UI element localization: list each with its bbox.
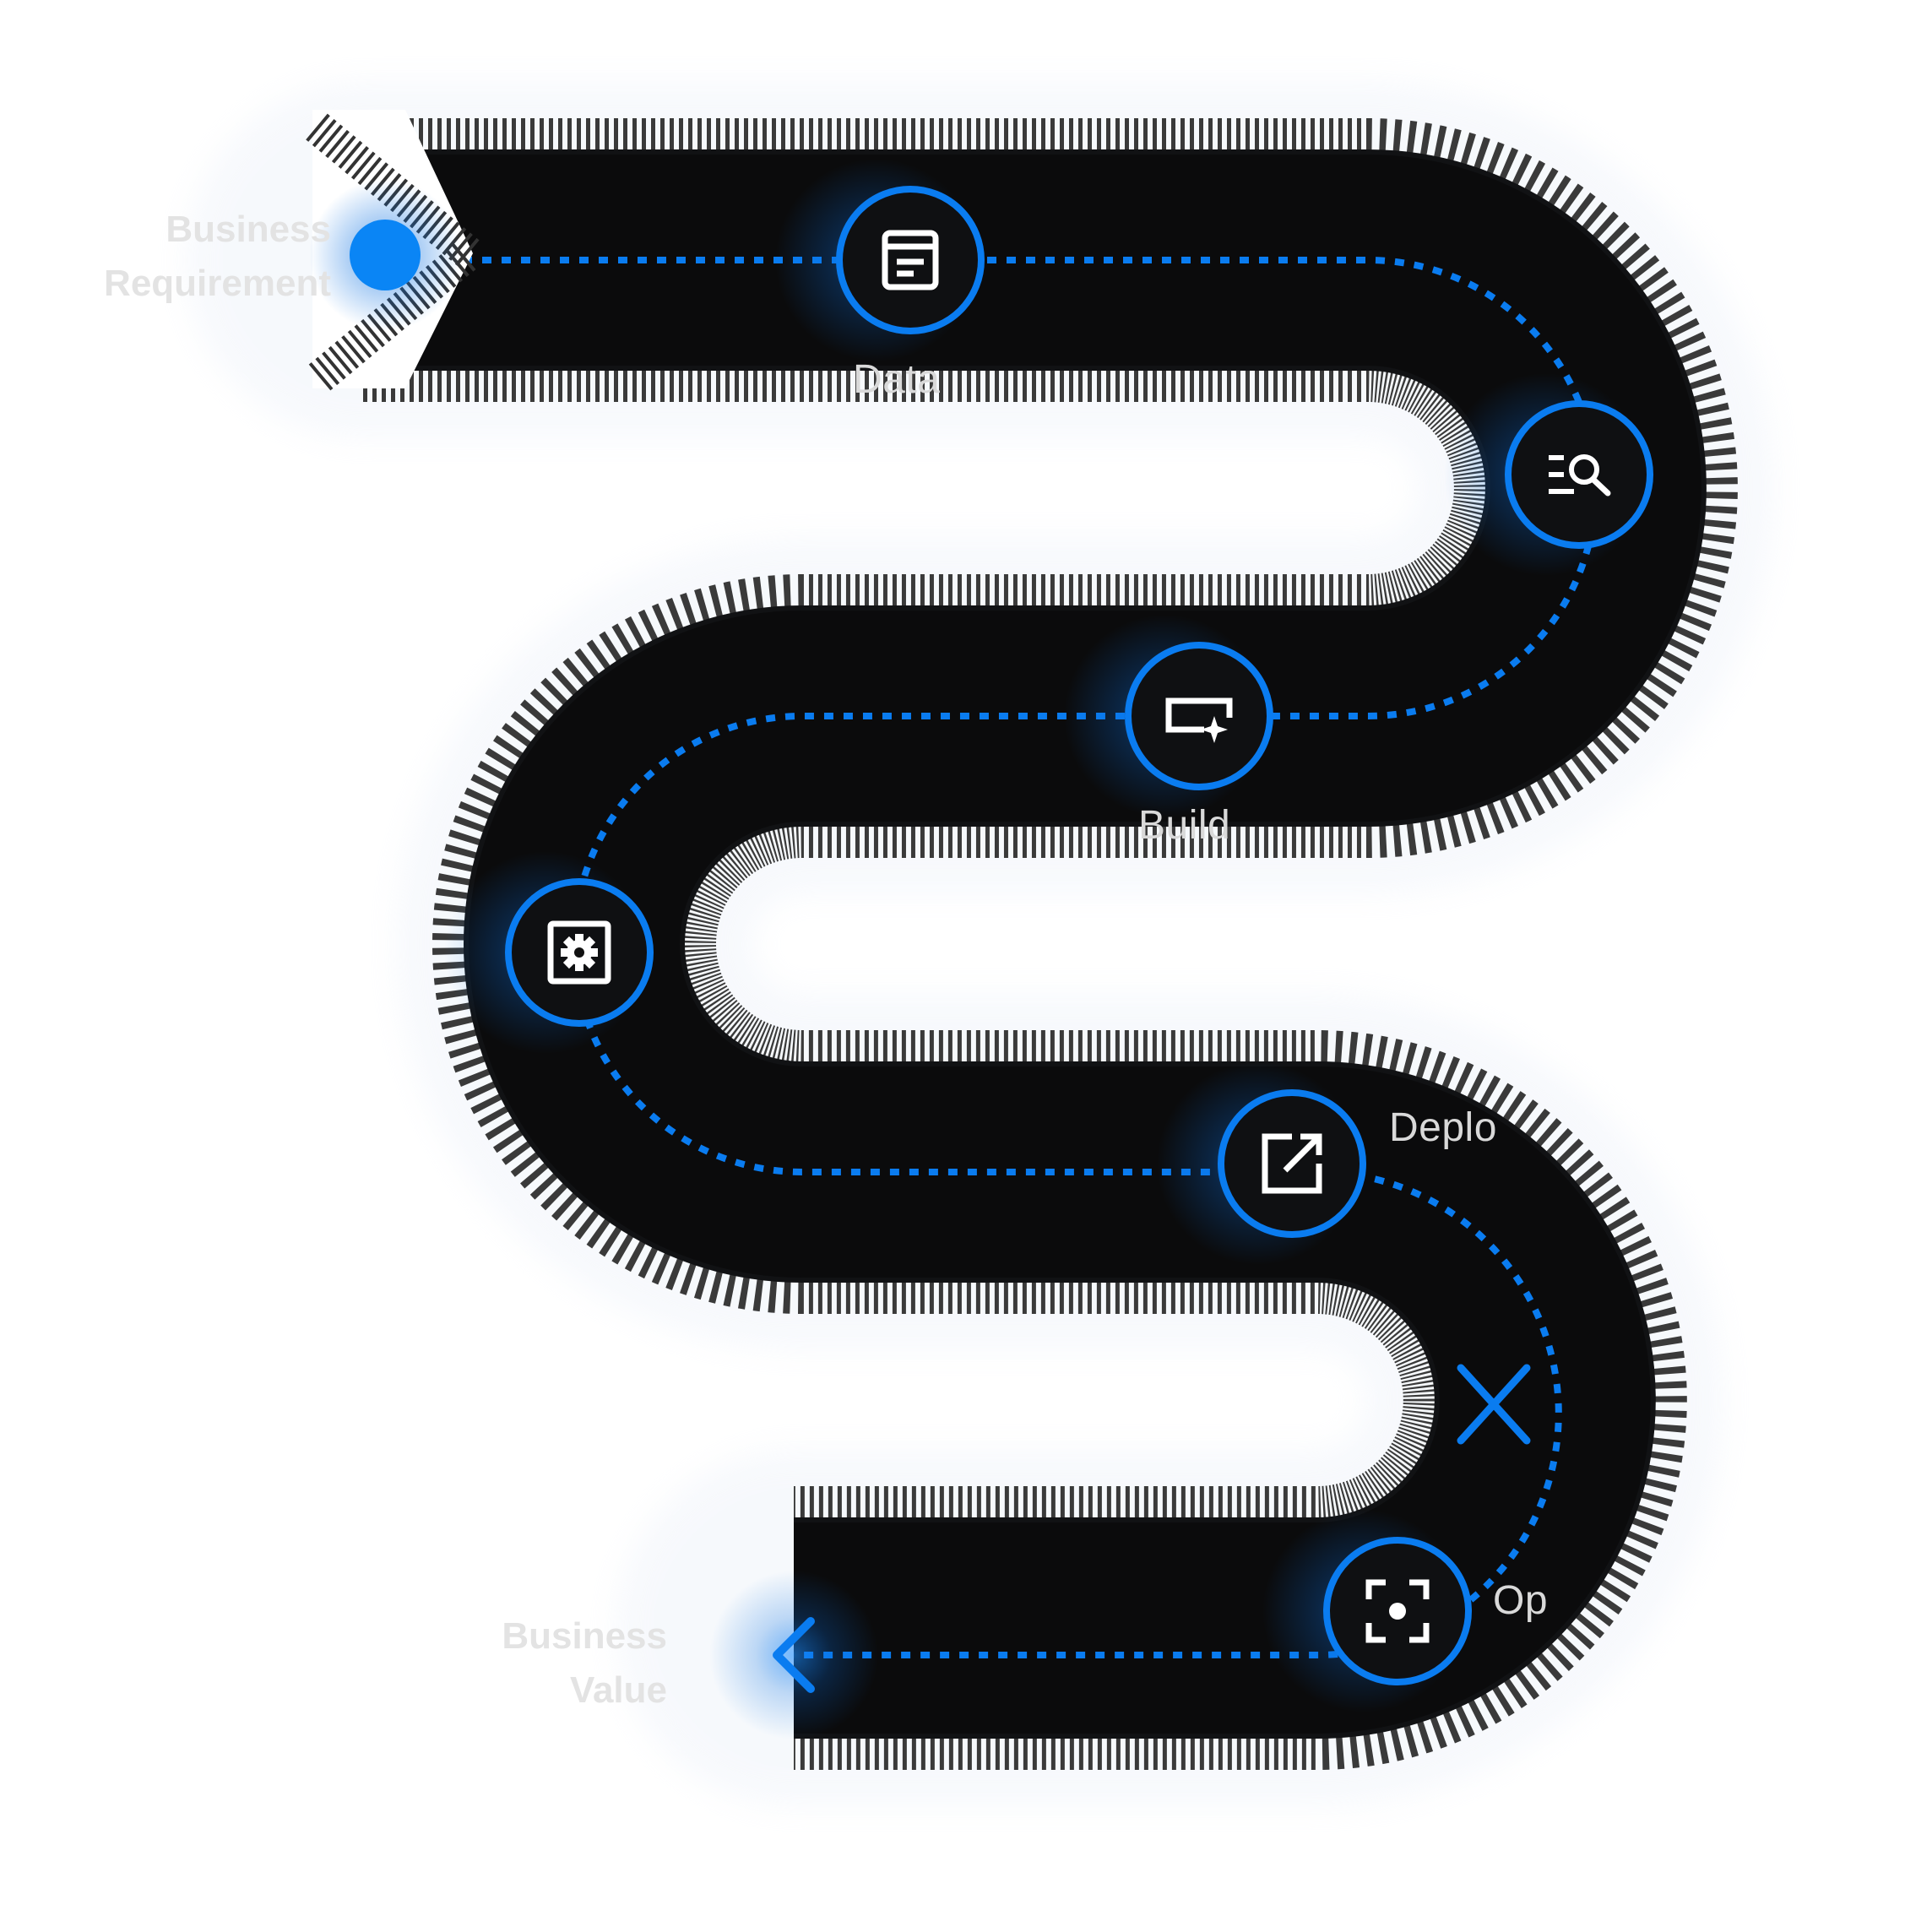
stage-node	[505, 878, 654, 1027]
model-sparkle-icon	[1165, 697, 1233, 743]
search-list-icon	[1549, 454, 1611, 497]
start-dot	[350, 220, 421, 290]
end-label-line2: Value	[570, 1669, 667, 1711]
stage-label-data: Data	[853, 357, 941, 402]
chevron-left-icon	[773, 1617, 815, 1693]
stage-nodes	[505, 186, 1653, 1685]
stage-label-operate: Op	[1493, 1578, 1549, 1623]
stage-node	[1505, 400, 1653, 549]
start-label-line2: Requirement	[104, 263, 331, 304]
stage-node	[1125, 642, 1273, 790]
stage-label-build: Build	[1138, 803, 1231, 848]
stage-node	[1323, 1537, 1472, 1685]
stage-node	[836, 186, 985, 334]
stage-label-deploy: Deplo	[1389, 1105, 1497, 1150]
settings-icon	[547, 920, 611, 985]
end-glow	[709, 1571, 878, 1739]
stage-node	[1218, 1089, 1366, 1238]
end-label: Business Value	[439, 1609, 667, 1718]
start-label-line1: Business	[166, 209, 331, 250]
close-x-icon	[1457, 1364, 1531, 1445]
external-link-icon	[1262, 1133, 1322, 1194]
start-label: Business Requirement	[51, 203, 331, 311]
start-notch-edge	[306, 113, 496, 393]
focus-icon	[1365, 1579, 1430, 1643]
document-icon	[882, 230, 939, 290]
end-label-line1: Business	[502, 1615, 667, 1657]
stage-node-ring	[1125, 642, 1273, 790]
stage-node-ring	[1505, 400, 1653, 549]
